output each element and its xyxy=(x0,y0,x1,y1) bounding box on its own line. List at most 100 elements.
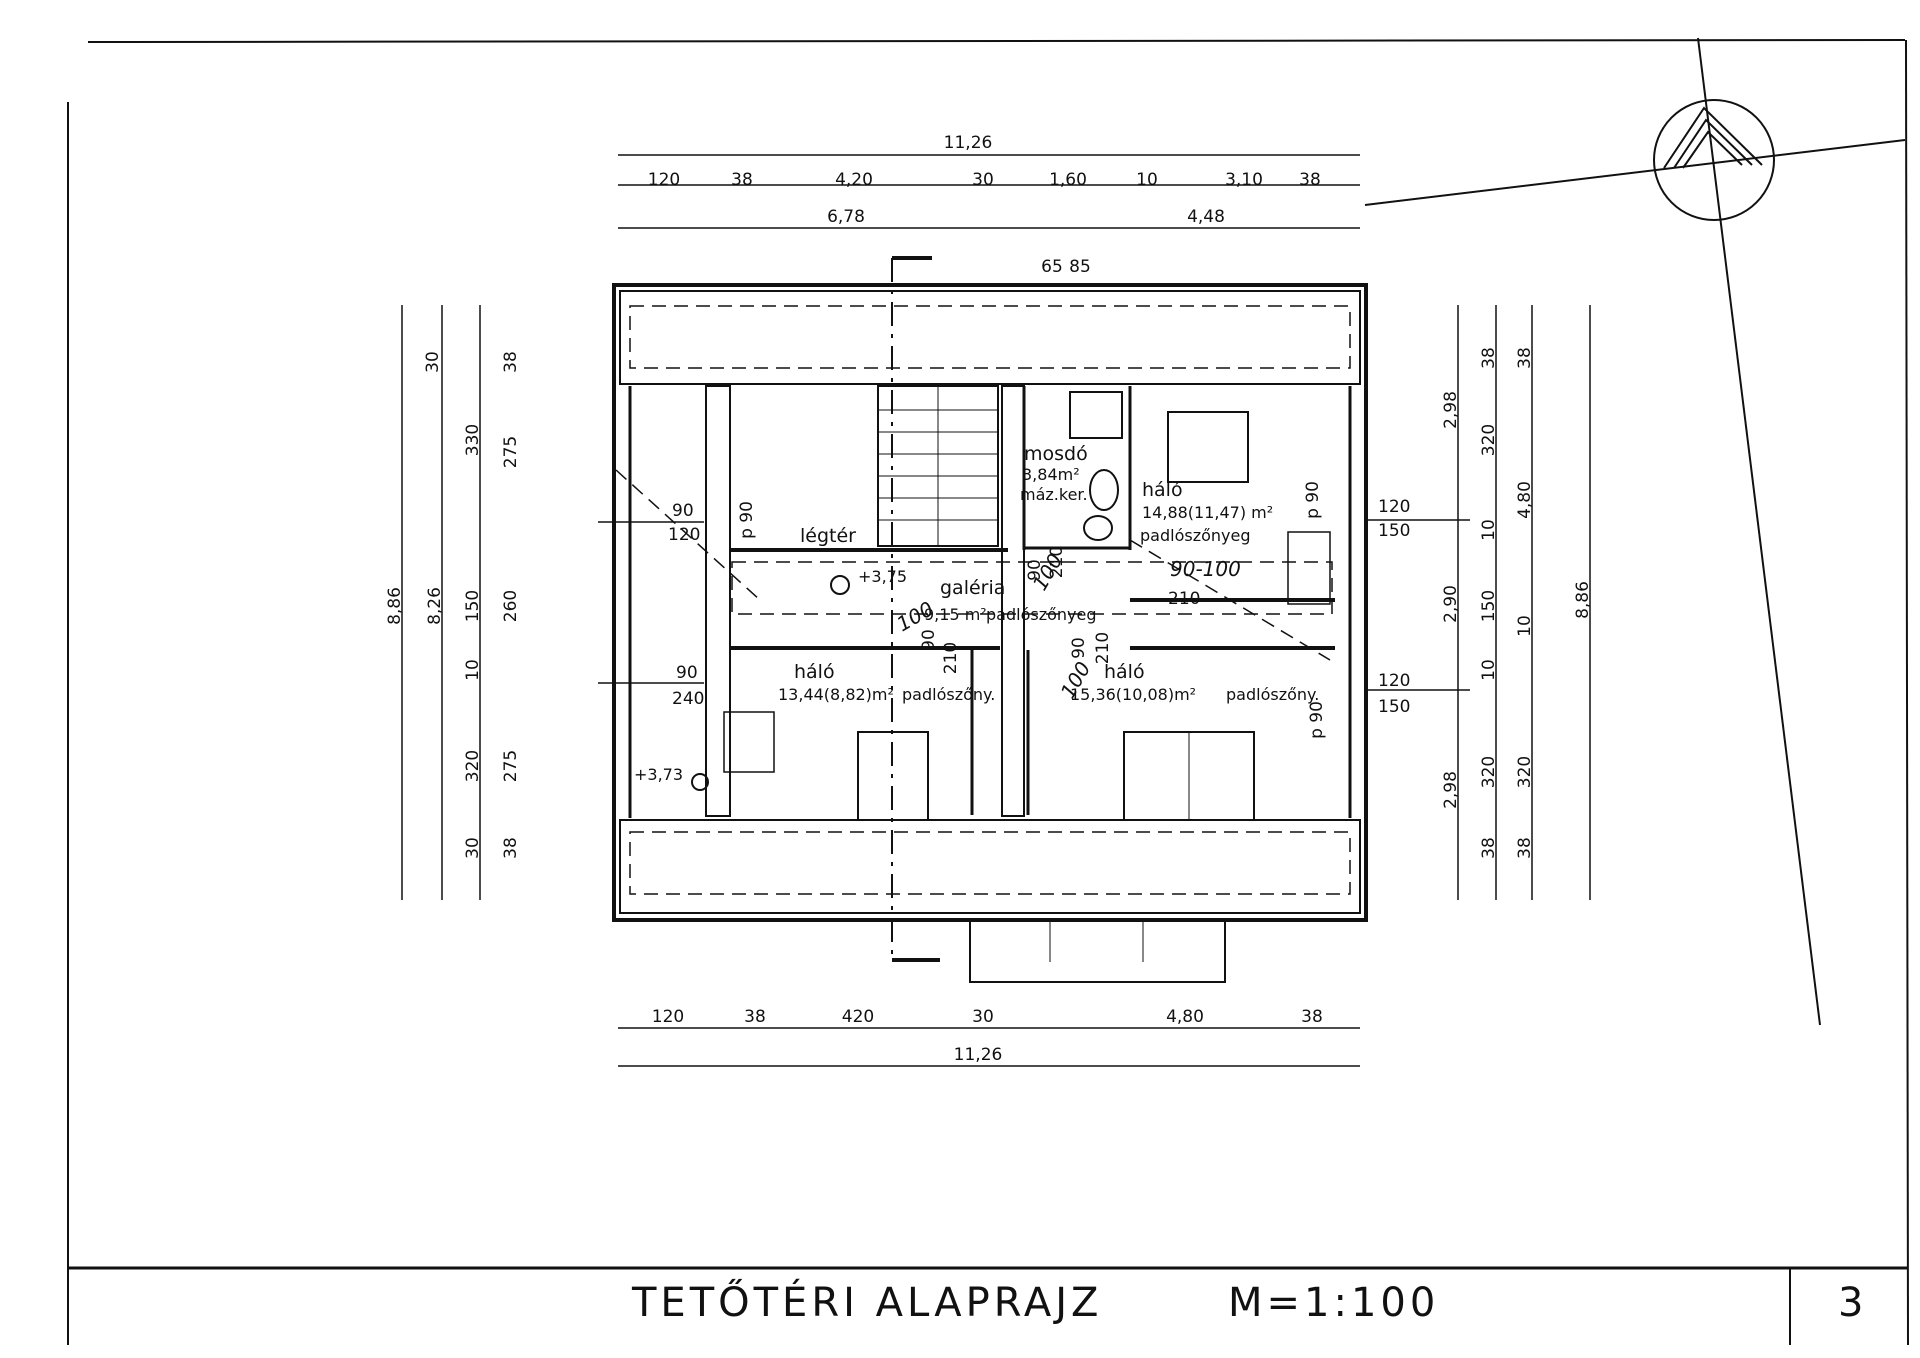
drawing-scale: M=1:100 xyxy=(1228,1280,1439,1326)
room-area: 14,88(11,47) m² xyxy=(1142,503,1273,522)
dim-right: 2,98 xyxy=(1441,771,1461,809)
room-name: légtér xyxy=(800,525,856,547)
door-label: p 90 xyxy=(1307,701,1327,739)
dim-bottom-seg: 420 xyxy=(842,1007,874,1027)
room-name: háló xyxy=(1104,661,1145,683)
dim-window-left-upper: 90 xyxy=(672,501,694,521)
room-area: 3,84m² xyxy=(1022,465,1080,484)
dim-top-seg: 3,10 xyxy=(1225,170,1263,190)
dim-top-seg: 30 xyxy=(972,170,994,190)
level-markers: +3,75 +3,73 xyxy=(634,567,907,791)
dim-top-seg: 10 xyxy=(1136,170,1158,190)
dim-window-left-lower: 240 xyxy=(672,689,704,709)
dim-right: 2,98 xyxy=(1441,391,1461,429)
dim-right: 10 xyxy=(1479,659,1499,681)
door-label: p 90 xyxy=(737,501,757,539)
dim-left: 38 xyxy=(501,351,521,373)
dim-stair-top: 65 xyxy=(1041,257,1063,277)
sheet-frame xyxy=(67,39,1909,1346)
room-area: 15,36(10,08)m² xyxy=(1070,685,1196,704)
dim-left: 38 xyxy=(501,837,521,859)
drawing-title: TETŐTÉRI ALAPRAJZ xyxy=(631,1277,1102,1326)
room-floor: padlószőny. xyxy=(1226,685,1319,704)
bottom-dimensions: 120 38 420 30 4,80 38 11,26 xyxy=(652,1007,1323,1065)
room-name: mosdó xyxy=(1024,443,1088,465)
dim-left: 30 xyxy=(463,837,483,859)
dim-stair-top: 85 xyxy=(1069,257,1091,277)
dim-top-seg: 4,20 xyxy=(835,170,873,190)
dim-top-total: 11,26 xyxy=(944,133,993,153)
dim-window-right-upper: 150 xyxy=(1378,521,1410,541)
dimension-lines xyxy=(401,154,1591,1067)
room-name: háló xyxy=(1142,479,1183,501)
dim-top-sub: 6,78 xyxy=(827,207,865,227)
building-outline xyxy=(612,256,1368,983)
dim-right: 38 xyxy=(1515,347,1535,369)
room-floor: padlószőnyeg xyxy=(986,605,1096,624)
door-label: 90 xyxy=(919,629,939,651)
dim-left: 260 xyxy=(501,590,521,622)
dim-right: 38 xyxy=(1515,837,1535,859)
door-label: 90 xyxy=(1069,637,1089,659)
door-label: 90 xyxy=(1025,559,1045,581)
room-floor: padlószőny. xyxy=(902,685,995,704)
level-marker-icon xyxy=(691,773,709,791)
room-name: háló xyxy=(794,661,835,683)
dim-right: 10 xyxy=(1479,519,1499,541)
dim-top-seg: 38 xyxy=(1299,170,1321,190)
room-name: galéria xyxy=(940,577,1005,599)
dim-left-total: 8,26 xyxy=(425,587,445,625)
room-floor: padlószőnyeg xyxy=(1140,526,1250,545)
dim-bottom-seg: 4,80 xyxy=(1166,1007,1204,1027)
dim-bottom-seg: 120 xyxy=(652,1007,684,1027)
dim-window-left-upper: 120 xyxy=(668,525,700,545)
dim-bottom-total: 11,26 xyxy=(954,1045,1003,1065)
dim-left-total: 8,86 xyxy=(385,587,405,625)
dim-right: 38 xyxy=(1479,347,1499,369)
dim-top-seg: 38 xyxy=(731,170,753,190)
title-block: TETŐTÉRI ALAPRAJZ M=1:100 3 xyxy=(631,1277,1863,1326)
dim-bottom-seg: 30 xyxy=(972,1007,994,1027)
dim-left: 150 xyxy=(463,590,483,622)
dim-bottom-seg: 38 xyxy=(744,1007,766,1027)
level-label: +3,75 xyxy=(858,567,907,586)
dim-left: 320 xyxy=(463,750,483,782)
dim-right: 2,90 xyxy=(1441,585,1461,623)
page-number: 3 xyxy=(1838,1280,1863,1326)
room-labels: mosdó 3,84m² máz.ker. háló 14,88(11,47) … xyxy=(778,443,1319,704)
dim-right: 320 xyxy=(1479,424,1499,456)
dim-right: 320 xyxy=(1479,756,1499,788)
dim-left: 275 xyxy=(501,436,521,468)
dim-right: 10 xyxy=(1515,615,1535,637)
door-label: 210 xyxy=(1093,632,1113,664)
dim-window-left-lower: 90 xyxy=(676,663,698,683)
dim-left: 30 xyxy=(423,351,443,373)
level-marker-icon xyxy=(830,575,850,595)
room-area: 9,15 m² xyxy=(924,605,987,624)
room-area: 13,44(8,82)m² xyxy=(778,685,894,704)
dim-top-sub: 4,48 xyxy=(1187,207,1225,227)
dim-window-right-lower: 120 xyxy=(1378,671,1410,691)
dim-left: 10 xyxy=(463,659,483,681)
right-dimensions: 2,98 2,90 2,98 38 320 10 150 10 320 38 3… xyxy=(1441,347,1593,859)
dim-left: 275 xyxy=(501,750,521,782)
door-label: 210 xyxy=(1047,546,1067,578)
dim-right: 4,80 xyxy=(1515,481,1535,519)
door-label: 210 xyxy=(941,642,961,674)
dim-bottom-seg: 38 xyxy=(1301,1007,1323,1027)
dim-top-seg: 120 xyxy=(648,170,680,190)
dim-window-right-lower: 150 xyxy=(1378,697,1410,717)
dim-top-seg: 1,60 xyxy=(1049,170,1087,190)
door-label: p 90 xyxy=(1303,481,1323,519)
dim-window-right-upper: 120 xyxy=(1378,497,1410,517)
dim-right: 38 xyxy=(1479,837,1499,859)
left-dimensions: 30 330 150 10 320 30 38 275 260 275 38 8… xyxy=(385,351,521,859)
north-arrow-icon xyxy=(1364,37,1906,1026)
dim-left: 330 xyxy=(463,424,483,456)
dim-right: 150 xyxy=(1479,590,1499,622)
dim-right-total: 8,86 xyxy=(1573,581,1593,619)
dim-right: 320 xyxy=(1515,756,1535,788)
level-label: +3,73 xyxy=(634,765,683,784)
window-dimensions: 90 120 90 240 120 150 120 150 xyxy=(668,497,1410,717)
